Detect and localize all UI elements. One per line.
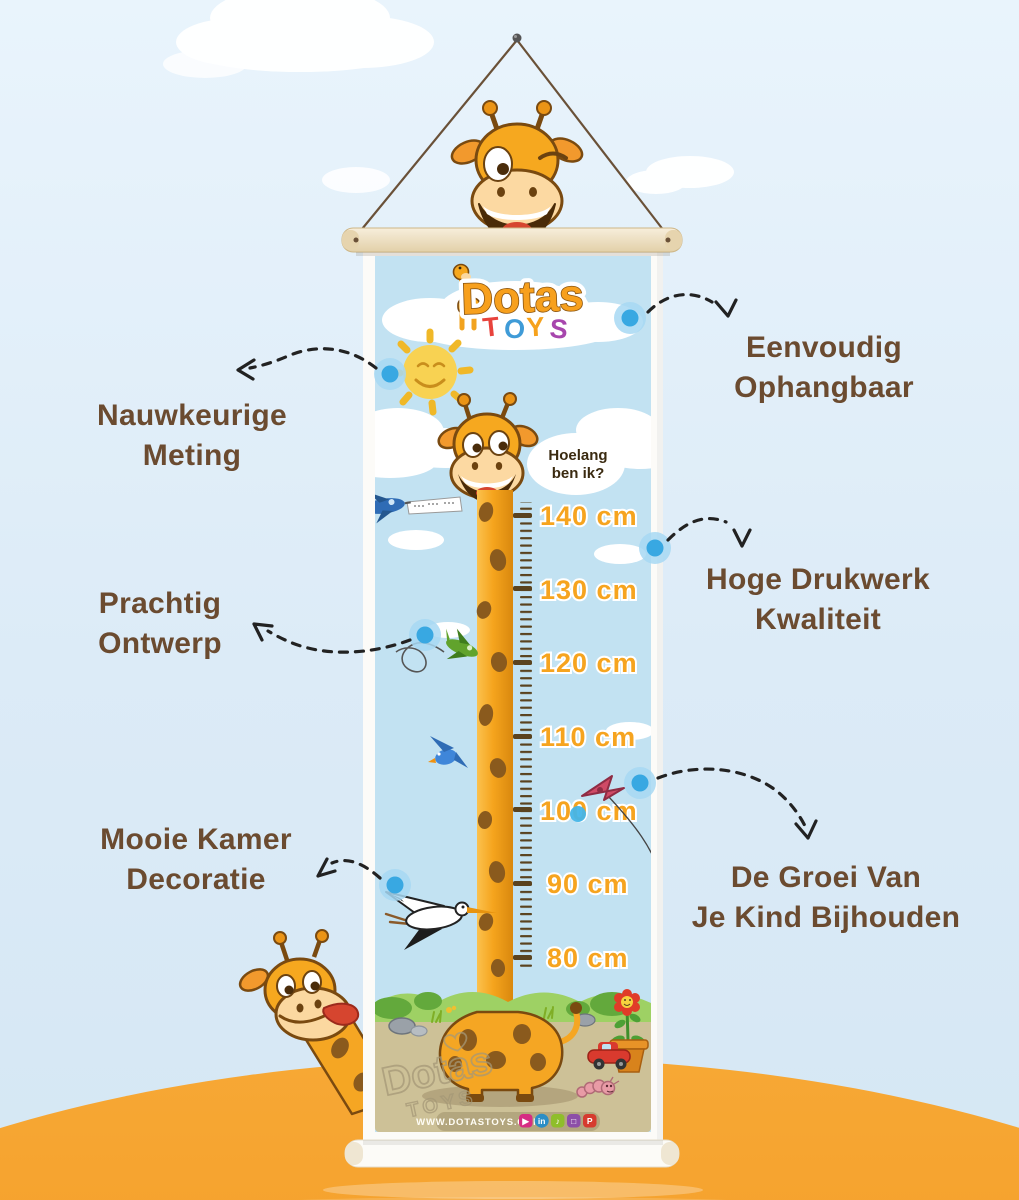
marker-hanging bbox=[614, 302, 646, 334]
callout-room-decoration: Mooie Kamer Decoratie bbox=[36, 820, 356, 900]
callout-line: Kwaliteit bbox=[754, 603, 882, 636]
social-icon-pinterest: P bbox=[583, 1114, 597, 1128]
callout-accurate-measurement: Nauwkeurige Meting bbox=[32, 396, 352, 476]
nail-icon bbox=[512, 33, 522, 43]
worm-icon bbox=[576, 1076, 620, 1098]
logo-giraffe-icon bbox=[452, 263, 481, 331]
arrow-print bbox=[666, 517, 752, 548]
social-icons: ▶ in ♪ □ bbox=[519, 1113, 597, 1128]
ruler-neck: 140 cm 130 cm 120 cm 110 cm 100 cm 90 cm… bbox=[476, 490, 639, 1025]
scale-label-90: 90 cm bbox=[547, 869, 629, 899]
marker-design bbox=[409, 619, 441, 651]
callout-line: Ontwerp bbox=[98, 627, 222, 660]
callout-line: Nauwkeurige bbox=[96, 399, 288, 432]
arrow-design bbox=[252, 622, 412, 654]
wooden-hanger-bar bbox=[341, 227, 683, 256]
feature-markers bbox=[374, 302, 671, 901]
hanging-string bbox=[352, 33, 672, 241]
bird-icon bbox=[428, 736, 468, 768]
social-icon-youtube: ▶ bbox=[519, 1114, 533, 1128]
footer-bar: WWW.DOTASTOYS.COM ▶ in ♪ bbox=[416, 1112, 600, 1131]
callout-line: Meting bbox=[142, 439, 242, 472]
logo-brand-outline: Dotas bbox=[461, 271, 585, 324]
speech-bubble: Hoelang ben ik? bbox=[527, 433, 625, 495]
top-giraffe-head bbox=[450, 100, 584, 246]
svg-text:P: P bbox=[587, 1116, 593, 1126]
arrow-hanging bbox=[646, 293, 738, 318]
stork-icon bbox=[384, 891, 497, 950]
callout-line: Mooie Kamer bbox=[100, 823, 292, 856]
callout-track-growth: De Groei Van Je Kind Bijhouden bbox=[650, 858, 1002, 938]
background-clouds bbox=[163, 0, 734, 194]
bottom-dowel bbox=[344, 1139, 680, 1168]
social-icon-music: ♪ bbox=[551, 1114, 565, 1128]
ground-scene: Dotas TOYS WWW.DOTASTOYS.COM ▶ bbox=[375, 989, 651, 1132]
marker-accurate bbox=[374, 358, 406, 390]
svg-text:▶: ▶ bbox=[521, 1116, 530, 1126]
logo-toys: T O Y S bbox=[479, 309, 572, 348]
scale-label-100: 100 cm bbox=[540, 796, 638, 826]
marker-growth bbox=[624, 767, 656, 799]
callout-line: Eenvoudig bbox=[745, 331, 903, 364]
scale-label-110: 110 cm bbox=[540, 722, 636, 752]
logo-letter-y: Y bbox=[526, 312, 546, 343]
scale-label-140: 140 cm bbox=[540, 501, 638, 531]
logo-cloud bbox=[382, 281, 643, 350]
logo-brand: Dotas bbox=[461, 271, 585, 324]
callout-line: Je Kind Bijhouden bbox=[691, 901, 961, 934]
marker-decoration bbox=[379, 869, 411, 901]
scale-label-120: 120 cm bbox=[540, 648, 638, 678]
toy-car-icon bbox=[587, 1042, 631, 1070]
arrow-growth bbox=[656, 767, 818, 840]
callout-line: Prachtig bbox=[98, 587, 222, 620]
marker-dot-small bbox=[570, 806, 586, 822]
callout-line: Decoratie bbox=[126, 863, 266, 896]
svg-text:□: □ bbox=[571, 1116, 576, 1126]
callout-line: Ophangbaar bbox=[734, 371, 914, 404]
growth-chart-banner: Dotas Dotas T O Y S bbox=[299, 227, 727, 1200]
callout-easy-hanging: Eenvoudig Ophangbaar bbox=[664, 328, 984, 408]
logo-letter-s: S bbox=[549, 313, 570, 344]
scale-label-80: 80 cm bbox=[547, 943, 629, 973]
arrow-decoration bbox=[316, 857, 382, 880]
kite-plane-icon bbox=[581, 775, 651, 875]
svg-text:in: in bbox=[538, 1116, 546, 1126]
arrow-accurate bbox=[236, 347, 378, 381]
ruler-labels: 140 cm 130 cm 120 cm 110 cm 100 cm 90 cm… bbox=[538, 499, 639, 975]
svg-text:♪: ♪ bbox=[556, 1116, 560, 1126]
speech-bubble-line1: Hoelang bbox=[548, 447, 607, 464]
callout-beautiful-design: Prachtig Ontwerp bbox=[10, 584, 310, 664]
social-icon-linkedin: in bbox=[534, 1113, 549, 1128]
website-url: WWW.DOTASTOYS.COM bbox=[416, 1117, 542, 1128]
logo-letter-o: O bbox=[503, 313, 526, 344]
social-icon-instagram: □ bbox=[567, 1114, 581, 1128]
callout-line: Hoge Drukwerk bbox=[706, 563, 930, 596]
callout-print-quality: Hoge Drukwerk Kwaliteit bbox=[658, 560, 978, 640]
ruler-major-ticks bbox=[513, 513, 532, 960]
callout-line: De Groei Van bbox=[730, 861, 922, 894]
reflection bbox=[323, 1181, 703, 1199]
ruler-giraffe-head bbox=[437, 392, 539, 502]
scale-label-130: 130 cm bbox=[540, 575, 638, 605]
marker-print bbox=[639, 532, 671, 564]
banner-plane-icon bbox=[375, 492, 463, 524]
callout-arrows bbox=[236, 293, 818, 880]
speech-bubble-line2: ben ik? bbox=[552, 465, 605, 482]
